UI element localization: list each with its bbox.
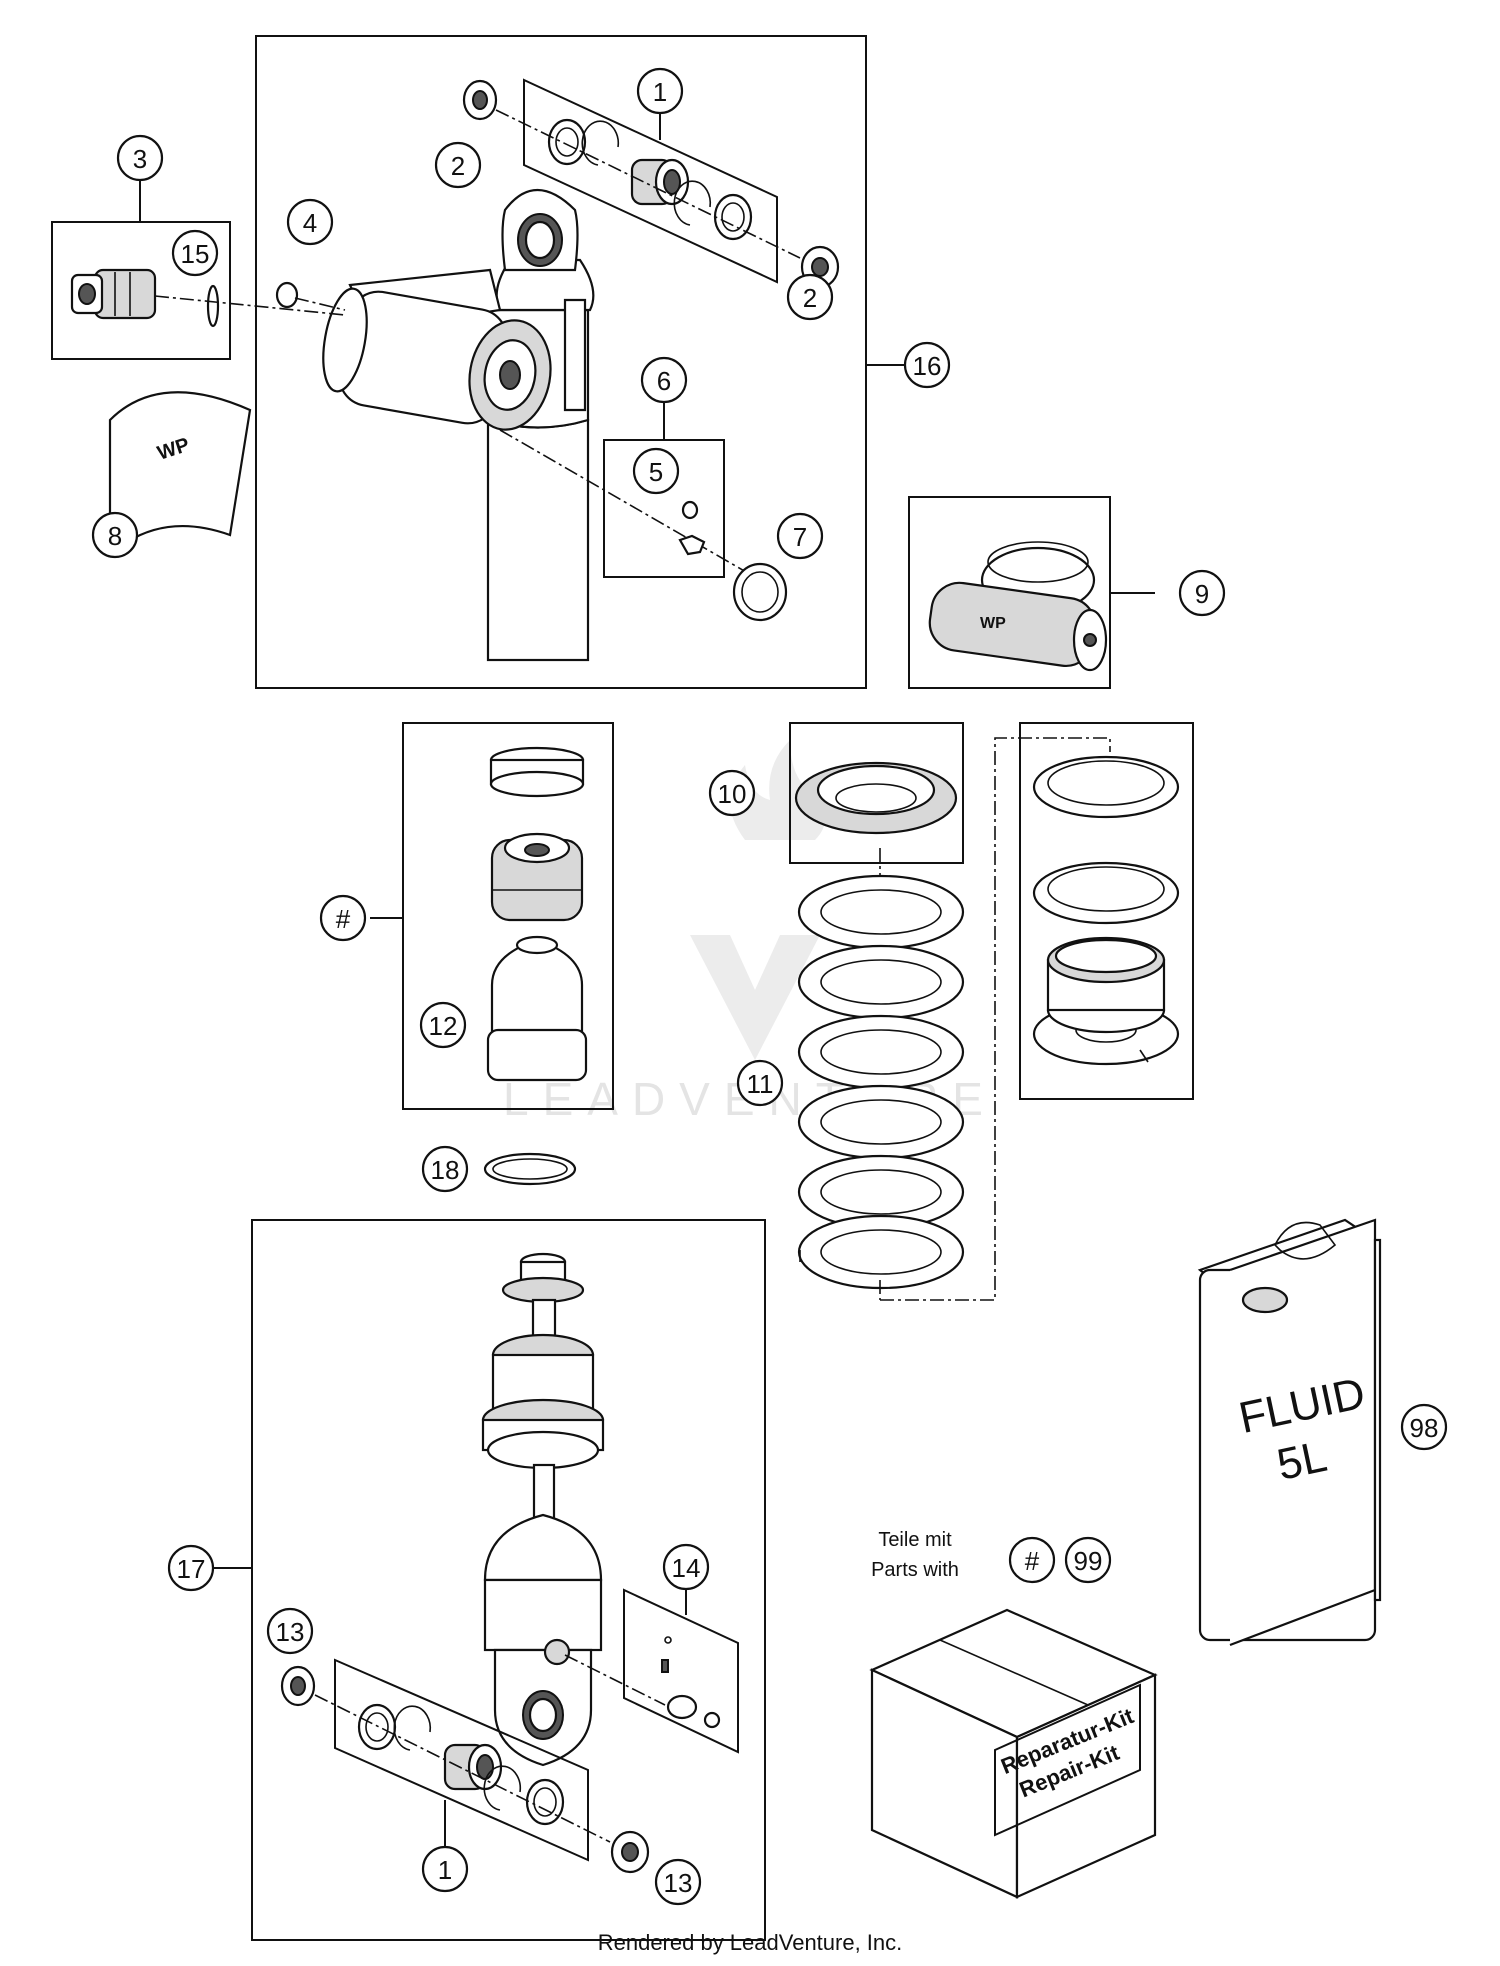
bearing-kit-box <box>523 78 778 284</box>
bump-stop-12 <box>490 938 584 1042</box>
spring-retainer-10 <box>794 761 958 835</box>
valve-kit-14-box <box>623 1588 739 1754</box>
spring-retainer-box <box>789 722 964 864</box>
washer-ring <box>547 118 587 166</box>
callout-label: 13 <box>664 1868 693 1898</box>
callout-c4: 4 <box>286 198 334 246</box>
callout-c11: 11 <box>736 1059 784 1107</box>
callout-c14: 14 <box>662 1543 710 1591</box>
callout-label: 1 <box>653 77 667 107</box>
valve-kit-14-parts <box>564 1636 721 1729</box>
callout-label: 8 <box>108 521 122 551</box>
callout-label: 16 <box>913 351 942 381</box>
repair-kit-box: Reparatur-Kit Repair-Kit <box>869 1608 1158 1899</box>
callout-label: 4 <box>303 208 317 238</box>
seal-kit-parts <box>486 746 588 1082</box>
callout-chash2: # <box>1008 1536 1056 1584</box>
callout-c12: 12 <box>419 1001 467 1049</box>
shock-absorber-group-box <box>255 35 867 689</box>
callout-c2b: 2 <box>786 273 834 321</box>
callout-c10: 10 <box>708 769 756 817</box>
callout-c15: 15 <box>171 229 219 277</box>
callout-label: 7 <box>793 522 807 552</box>
callout-label: 1 <box>438 1855 452 1885</box>
callout-label: 12 <box>429 1011 458 1041</box>
callout-label: 17 <box>177 1554 206 1584</box>
callout-c2a: 2 <box>434 141 482 189</box>
cover-logo-icon: WP <box>980 615 1006 632</box>
callout-c8: 8 <box>91 511 139 559</box>
callout-label: 15 <box>181 239 210 269</box>
footer-credit: Rendered by LeadVenture, Inc. <box>598 1930 903 1955</box>
fluid-can-label-2: 5L <box>1273 1432 1331 1490</box>
callout-c9: 9 <box>1178 569 1226 617</box>
callout-label: 3 <box>133 144 147 174</box>
callout-c7: 7 <box>776 512 824 560</box>
callout-c6: 6 <box>640 356 688 404</box>
callout-label: # <box>336 904 351 934</box>
callout-c16: 16 <box>903 341 951 389</box>
coil-spring-11 <box>797 874 965 1290</box>
watermark-flame-icon <box>730 740 825 840</box>
callout-c18: 18 <box>421 1145 469 1193</box>
callout-label: # <box>1025 1546 1040 1576</box>
spring-assembly-leader <box>880 737 1111 1301</box>
callout-label: 5 <box>649 457 663 487</box>
callout-label: 13 <box>276 1617 305 1647</box>
lower-bearing-parts <box>280 1665 650 1874</box>
fluid-can-98: FLUID 5L <box>1197 1218 1382 1647</box>
callout-c13b: 13 <box>654 1858 702 1906</box>
o-ring-5 <box>681 500 699 520</box>
spring-adapter-parts <box>1032 755 1180 1066</box>
spring-adapter-box <box>1019 722 1194 1100</box>
callout-c3: 3 <box>116 134 164 182</box>
shock-lower-tube <box>486 418 590 662</box>
callout-label: 2 <box>451 151 465 181</box>
callout-label: 11 <box>747 1069 774 1099</box>
callout-label: 18 <box>431 1155 460 1185</box>
callout-label: 98 <box>1410 1413 1439 1443</box>
callout-label: 6 <box>657 366 671 396</box>
callout-c13a: 13 <box>266 1607 314 1655</box>
shock-body <box>322 188 595 662</box>
parts-note-line1: Teile mit <box>878 1529 952 1551</box>
callout-c98: 98 <box>1400 1403 1448 1451</box>
circlip <box>581 120 620 166</box>
lower-bearing-kit-box <box>334 1658 589 1862</box>
callout-c17: 17 <box>167 1544 215 1592</box>
callout-label: 9 <box>1195 579 1209 609</box>
seal-kit-box <box>402 722 614 1110</box>
watermark-v-icon <box>690 935 820 1060</box>
valve-plug-4 <box>275 281 299 309</box>
callout-label: 10 <box>718 779 747 809</box>
callout-c1b: 1 <box>421 1845 469 1893</box>
damper-assembly-box <box>251 1219 766 1941</box>
callout-c5: 5 <box>632 447 680 495</box>
damper-rod <box>481 1252 605 1767</box>
callout-c99: 99 <box>1064 1536 1112 1584</box>
valve-5 <box>678 534 706 556</box>
callout-label: 2 <box>803 283 817 313</box>
protective-cover-9: WP <box>928 541 1108 672</box>
parts-note-line2: Parts with <box>871 1559 959 1581</box>
callout-chash: # <box>319 894 367 942</box>
callout-label: 99 <box>1074 1546 1103 1576</box>
compression-adjuster-15 <box>70 268 346 328</box>
callout-label: 14 <box>672 1553 701 1583</box>
callout-c1a: 1 <box>636 67 684 115</box>
